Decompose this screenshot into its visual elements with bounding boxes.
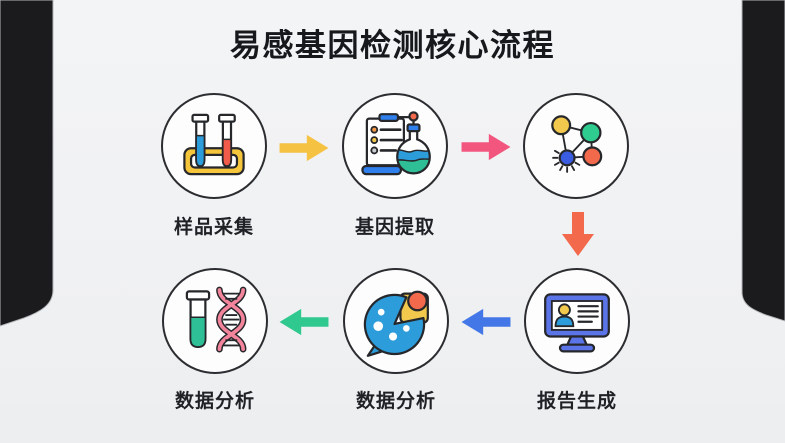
step-label-data-analysis-dna: 数据分析 — [174, 391, 255, 412]
arrow-right-yellow-icon — [279, 134, 329, 162]
flask-outline — [396, 130, 431, 175]
pie-dot-orange — [407, 290, 428, 312]
step-circle-gene-extraction — [342, 93, 448, 199]
step-label-data-analysis-chart: 数据分析 — [355, 391, 436, 412]
arrow-down-orange-icon — [562, 212, 594, 256]
node-yellow — [551, 115, 572, 136]
tube-liquid-blue — [195, 134, 206, 167]
pie-dots-white — [373, 308, 410, 341]
report-text-lines — [577, 305, 599, 323]
pie-chart-bubble-icon — [363, 290, 429, 357]
person-body — [554, 315, 575, 328]
arrow-left-blue-icon — [461, 308, 511, 336]
step-circle-data-analysis-dna — [162, 268, 268, 374]
corner-black-right — [741, 0, 785, 322]
node-orange — [582, 146, 603, 167]
monitor-neck — [565, 335, 589, 346]
test-tubes-rack-icon — [183, 113, 245, 176]
step-circle-data-analysis-chart — [343, 268, 449, 374]
page-title: 易感基因检测核心流程 — [230, 28, 555, 63]
step-circle-sample-collection — [161, 93, 267, 199]
step-label-sample-collection: 样品采集 — [173, 217, 254, 238]
tube-lip — [185, 290, 211, 301]
monitor-base — [558, 343, 596, 353]
node-spikes — [552, 149, 581, 173]
monitor-report-icon — [544, 293, 610, 353]
node-blue — [558, 149, 576, 167]
dna-rungs — [223, 292, 240, 347]
step-label-gene-extraction: 基因提取 — [354, 217, 435, 238]
dna-strands — [217, 288, 245, 351]
arrow-right-pink-icon — [461, 133, 511, 161]
clipboard-clip — [378, 113, 400, 122]
node-green — [580, 121, 602, 144]
clipboard-flask-icon — [361, 111, 431, 176]
step-circle-report-generation — [524, 268, 630, 374]
flask-ball — [408, 111, 419, 122]
tube-liquid-green — [189, 316, 207, 348]
step-circle-molecule-network — [523, 93, 629, 199]
step-label-report-generation: 报告生成 — [536, 391, 617, 412]
tube-liquid-red — [222, 138, 232, 167]
corner-black-left — [0, 0, 54, 327]
clipboard-base — [361, 164, 403, 176]
dna-test-tube-icon — [185, 286, 247, 353]
person-head — [557, 303, 571, 317]
arrow-left-green-icon — [279, 308, 329, 336]
molecule-icon — [551, 115, 603, 173]
